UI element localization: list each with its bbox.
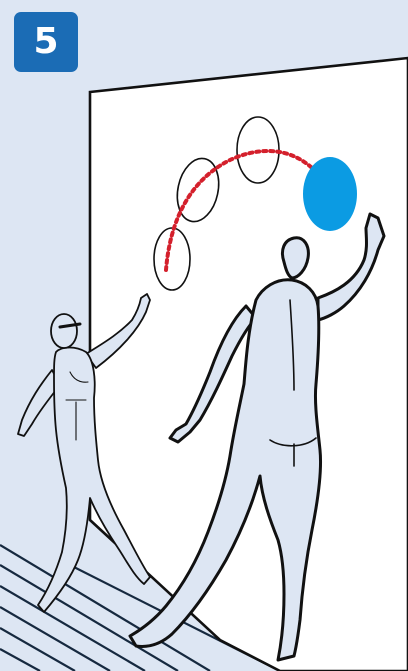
- filled-blue-circle: [303, 157, 357, 231]
- step-number-badge: 5: [14, 12, 78, 72]
